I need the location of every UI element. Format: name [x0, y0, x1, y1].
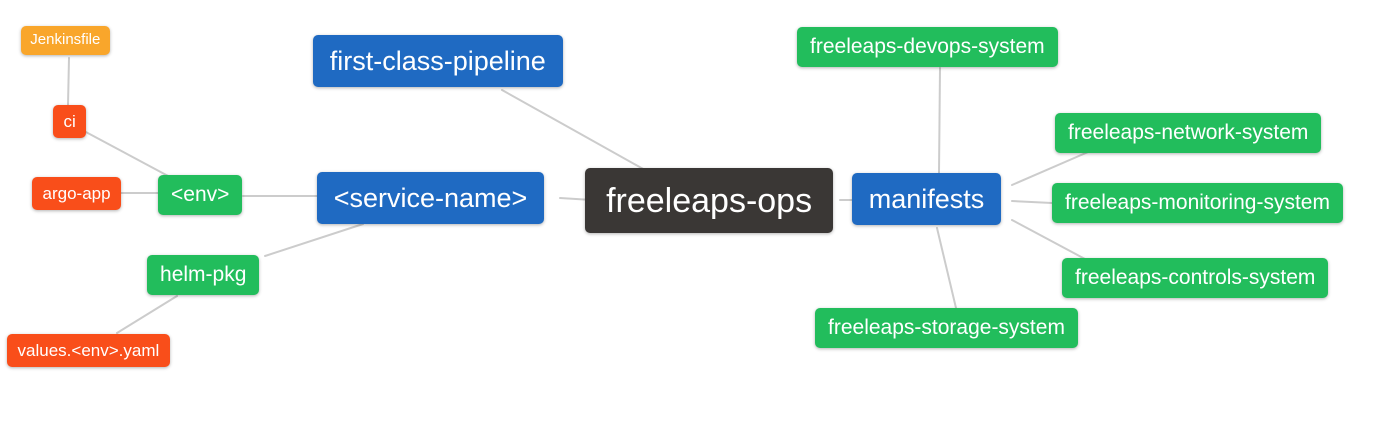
edge-manifests-to-freeleaps-controls-system — [1011, 219, 1086, 260]
node-freeleaps-storage-system[interactable]: freeleaps-storage-system — [815, 308, 1078, 349]
edge-manifests-to-freeleaps-devops-system — [938, 67, 941, 174]
node-first-class-pipeline[interactable]: first-class-pipeline — [313, 35, 563, 87]
node-helm-pkg[interactable]: helm-pkg — [147, 255, 260, 296]
node-values-env-yaml[interactable]: values.<env>.yaml — [7, 334, 170, 367]
node-freeleaps-devops-system[interactable]: freeleaps-devops-system — [797, 27, 1058, 68]
edge-manifests-to-freeleaps-network-system — [1011, 148, 1096, 186]
edge-helm-pkg-to-service-name — [264, 223, 364, 257]
node-jenkinsfile[interactable]: Jenkinsfile — [21, 26, 110, 55]
node-freeleaps-ops[interactable]: freeleaps-ops — [585, 168, 834, 234]
node-argo-app[interactable]: argo-app — [32, 177, 122, 210]
edge-first-class-pipeline-to-freeleaps-ops — [501, 89, 646, 171]
edge-manifests-to-freeleaps-monitoring-system — [1011, 200, 1053, 204]
edge-ci-to-env — [83, 130, 171, 178]
edge-manifests-to-freeleaps-storage-system — [936, 227, 957, 309]
node-manifests[interactable]: manifests — [852, 173, 1002, 225]
edge-values-env-yaml-to-helm-pkg — [116, 295, 178, 334]
node-ci[interactable]: ci — [53, 105, 87, 138]
edge-jenkinsfile-to-ci — [67, 57, 70, 106]
node-service-name[interactable]: <service-name> — [317, 172, 545, 224]
node-freeleaps-network-system[interactable]: freeleaps-network-system — [1055, 113, 1322, 154]
node-freeleaps-monitoring-system[interactable]: freeleaps-monitoring-system — [1052, 183, 1343, 224]
node-env[interactable]: <env> — [158, 175, 243, 216]
node-freeleaps-controls-system[interactable]: freeleaps-controls-system — [1062, 258, 1329, 299]
